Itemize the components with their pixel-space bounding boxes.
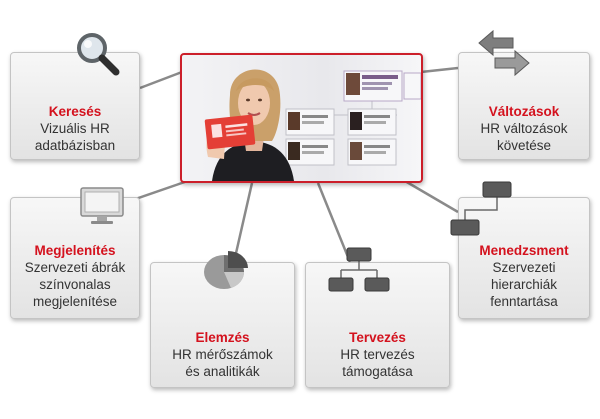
- card-description: Szervezeti ábrák színvonalas megjeleníté…: [24, 260, 126, 309]
- card-description: Vizuális HR adatbázisban: [34, 121, 116, 153]
- woman-figure: [212, 69, 294, 181]
- card-title: Tervezés: [349, 330, 406, 345]
- monitor-icon: [80, 187, 124, 224]
- connector-tervezes: [316, 182, 352, 263]
- card-menedzsment: Menedzsment Szervezeti hierarchiák fennt…: [458, 197, 590, 319]
- center-photo: [180, 53, 423, 183]
- card-title: Menedzsment: [479, 243, 569, 258]
- card-title: Elemzés: [195, 330, 250, 345]
- arrows-icon: [478, 29, 530, 77]
- card-elemzes: Elemzés HR mérőszámok és analitikák: [150, 262, 295, 388]
- connector-kereses: [139, 70, 183, 90]
- card-description: HR mérőszámok és analitikák: [172, 347, 273, 379]
- magnifier-icon: [77, 33, 120, 76]
- connector-menedzsment: [404, 179, 459, 214]
- business-card-illustration: [204, 114, 256, 159]
- connector-valtozasok: [420, 66, 459, 74]
- pie-chart-icon: [204, 251, 248, 289]
- connector-elemzes: [232, 182, 254, 263]
- card-description: HR tervezés támogatása: [340, 347, 415, 379]
- card-description: HR változások követése: [480, 121, 568, 153]
- card-title: Keresés: [48, 104, 102, 119]
- hierarchy-icon: [450, 181, 512, 236]
- card-megjelenites: Megjelenítés Szervezeti ábrák színvonala…: [10, 197, 140, 319]
- card-description: Szervezeti hierarchiák fenntartása: [490, 260, 558, 309]
- card-title: Változások: [488, 104, 560, 119]
- hierarchy-icon: [328, 247, 390, 292]
- org-chart-illustration: [285, 70, 421, 166]
- card-title: Megjelenítés: [34, 243, 116, 258]
- card-valtozasok: Változások HR változások követése: [458, 52, 590, 160]
